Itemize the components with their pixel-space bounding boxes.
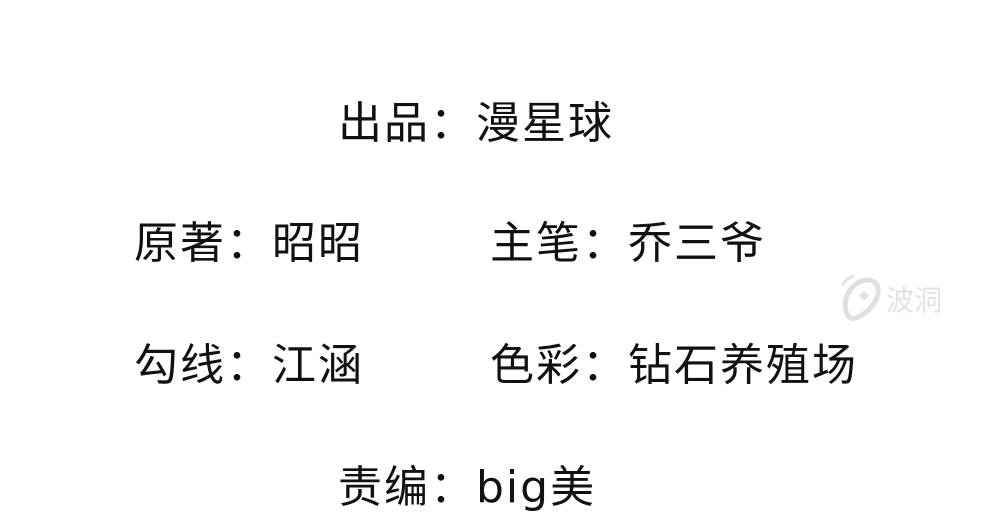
lead-artist-credit: 主笔：乔三爷 xyxy=(490,216,766,272)
lead-artist-value: 乔三爷 xyxy=(628,218,766,269)
lead-artist-label: 主笔： xyxy=(490,218,628,269)
editor-value: big美 xyxy=(476,462,597,513)
editor-credit: 责编：big美 xyxy=(338,460,596,516)
lineart-value: 江涵 xyxy=(272,340,364,391)
watermark: 波洞 xyxy=(836,272,942,326)
producer-label: 出品： xyxy=(338,98,476,149)
color-label: 色彩： xyxy=(490,340,628,391)
bodong-logo-icon xyxy=(840,274,881,321)
producer-credit: 出品：漫星球 xyxy=(338,96,614,152)
watermark-text: 波洞 xyxy=(886,284,943,317)
producer-value: 漫星球 xyxy=(476,98,614,149)
lineart-credit: 勾线：江涵 xyxy=(134,338,364,394)
color-credit: 色彩：钻石养殖场 xyxy=(490,338,858,394)
lineart-label: 勾线： xyxy=(134,340,272,391)
original-label: 原著： xyxy=(134,218,272,269)
editor-label: 责编： xyxy=(338,462,476,513)
original-credit: 原著：昭昭 xyxy=(134,216,364,272)
color-value: 钻石养殖场 xyxy=(628,340,858,391)
original-value: 昭昭 xyxy=(272,218,364,269)
